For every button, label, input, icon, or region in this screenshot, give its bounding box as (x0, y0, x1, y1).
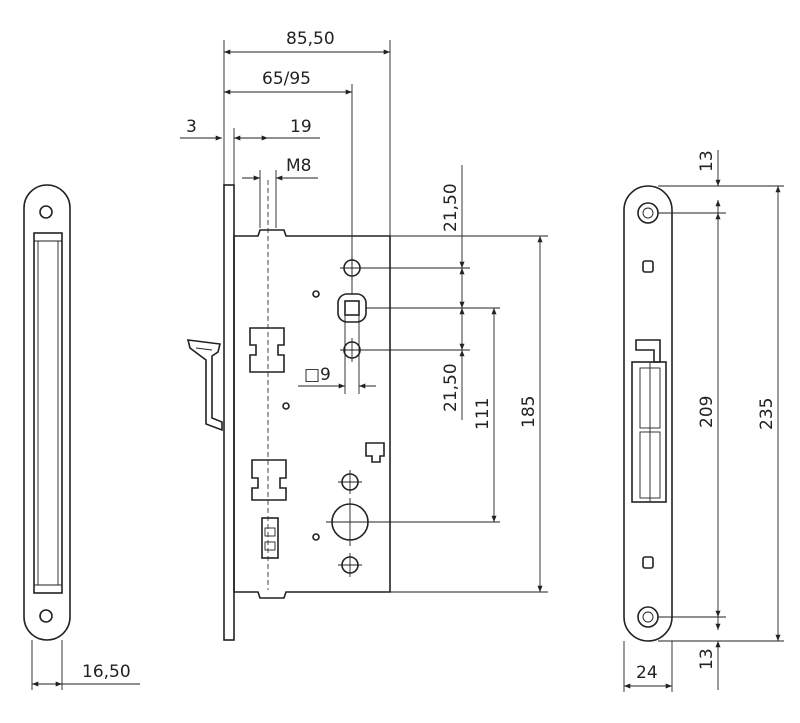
dim-text-faceplate-width-side: 16,50 (82, 662, 131, 682)
dimension-faceplate-width-front: 24 (623, 641, 673, 692)
dim-text-thread: M8 (286, 156, 311, 176)
dim-text-bottom-hole-offset: 21,50 (441, 363, 461, 412)
dimension-faceplate-and-latch: 3 19 (180, 117, 320, 185)
faceplate-front-view (623, 185, 673, 642)
dimension-hole-offsets: 21,50 21,50 (364, 165, 500, 523)
dim-text-overall-depth: 85,50 (286, 29, 335, 49)
faceplate-side-view (23, 184, 71, 641)
dimension-faceplate-width-side: 16,50 (31, 640, 140, 690)
dimension-backset: 65/95 (224, 69, 353, 294)
dim-text-case-height: 185 (519, 396, 539, 428)
dimension-front-screw-offsets: 13 13 (658, 150, 784, 690)
dim-text-faceplate-hole-spacing: 209 (697, 396, 717, 428)
dimension-overall-depth: 85,50 (223, 29, 391, 236)
dim-text-faceplate-thickness: 3 (186, 117, 197, 137)
dimension-faceplate-height: 235 (757, 186, 781, 641)
dim-text-top-hole-offset: 21,50 (441, 183, 461, 232)
dim-text-faceplate-width-front: 24 (636, 663, 658, 683)
dim-text-latch-offset: 19 (290, 117, 312, 137)
dimension-faceplate-hole-spacing: 209 (697, 213, 721, 617)
dim-text-faceplate-height: 235 (757, 398, 777, 430)
dimension-case-height: 185 (390, 235, 548, 593)
dim-text-screw-hole-bottom-offset: 13 (697, 648, 717, 670)
dimension-thread: M8 (242, 156, 318, 228)
dim-text-backset: 65/95 (262, 69, 311, 89)
dim-text-handle-to-cylinder: 111 (473, 398, 493, 430)
dim-text-follower-square: □9 (304, 365, 331, 385)
dimension-follower-square: □9 (298, 315, 376, 394)
lock-body-view (186, 180, 391, 641)
dim-text-screw-hole-top-offset: 13 (697, 150, 717, 172)
dimension-handle-to-cylinder: 111 (473, 308, 497, 522)
